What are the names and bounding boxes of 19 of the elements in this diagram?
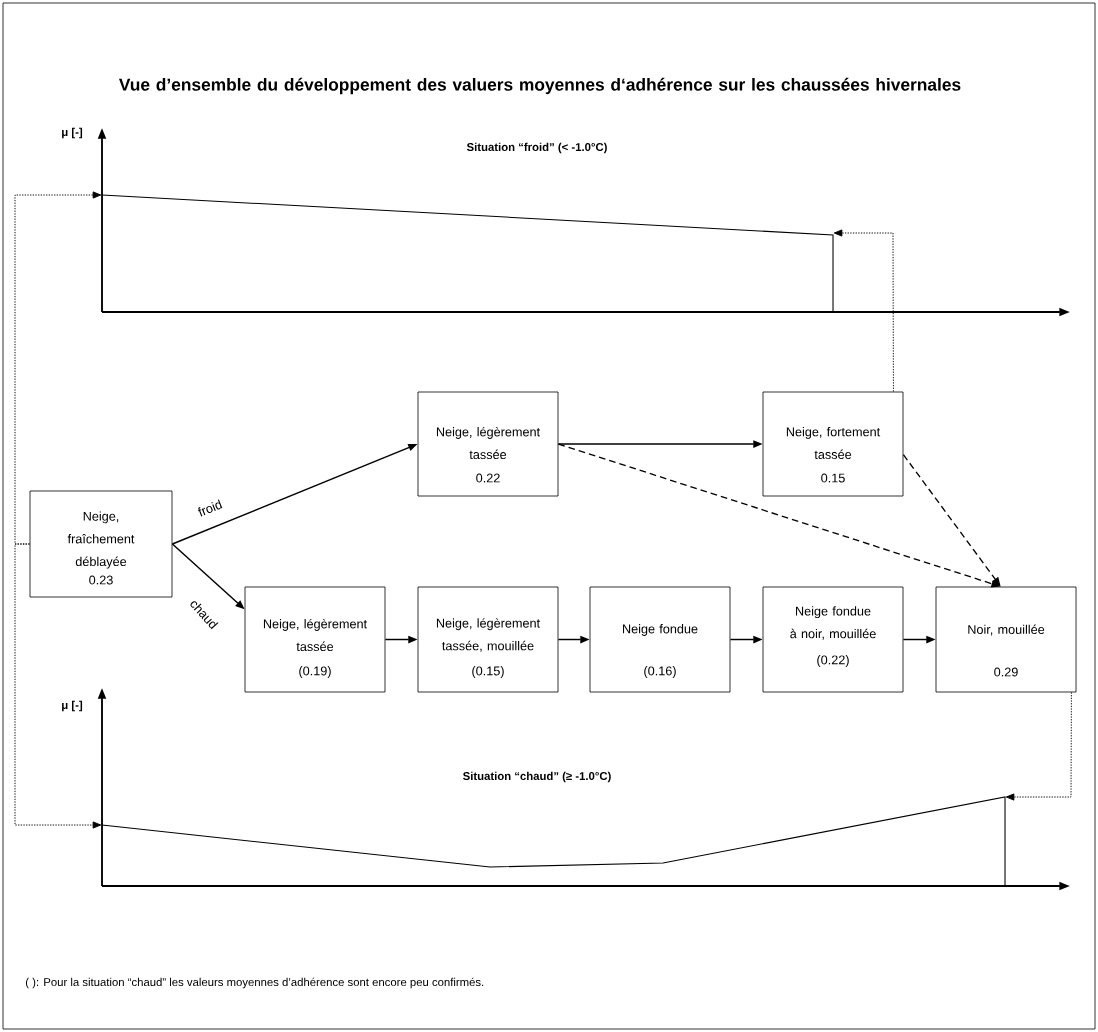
edge-label: froid	[197, 499, 223, 517]
arrow	[833, 229, 894, 393]
title: Vue d’ensemble du développement des valuers moyennes d‘adhérence sur les chaussées hivernales	[119, 77, 961, 95]
state-box: Neige, fraîchement déblayée 0.23	[29, 490, 173, 598]
arrow	[14, 543, 102, 829]
axis-label: μ [-]	[62, 127, 83, 139]
state-box: Neige fondue à noir, mouillée (0.22)	[762, 586, 904, 693]
state-box: Neige, fortement tassée 0.15	[762, 391, 904, 497]
state-box: Neige, légèrement tassée, mouillée (0.15)	[417, 586, 559, 693]
chart-title: Situation “chaud” (≥ -1.0°C)	[463, 771, 611, 783]
arrow	[14, 191, 102, 545]
state-box: Neige, légèrement tassée (0.19)	[244, 586, 386, 693]
chart-title: Situation “froid” (< -1.0°C)	[466, 142, 607, 154]
state-box: Neige, légèrement tassée 0.22	[417, 391, 559, 497]
state-box: Noir, mouillée 0.29	[935, 586, 1077, 693]
arrow	[1005, 691, 1072, 801]
state-box: Neige fondue (0.16)	[589, 586, 731, 693]
axis-label: μ [-]	[62, 700, 83, 712]
note: ( ): Pour la situation “chaud” les valeurs moyennes d’adhérence sont encore peu confirmés.	[26, 977, 484, 989]
